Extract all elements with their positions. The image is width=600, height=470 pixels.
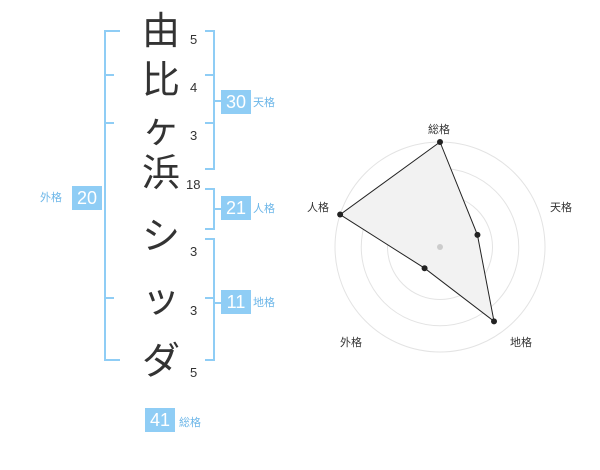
radar-axis-label-jinkaku: 人格 — [307, 201, 329, 214]
stroke-count-7: 5 — [190, 365, 198, 380]
stroke-count-1: 5 — [190, 32, 198, 47]
soukaku-badge: 41 — [145, 408, 175, 432]
name-char-3: ヶ — [141, 107, 180, 151]
jinkaku-badge: 21 — [221, 196, 251, 220]
name-char-1: 由 — [141, 9, 180, 53]
radar-axis-label-soukaku: 総格 — [428, 123, 450, 136]
name-char-7: ダ — [141, 339, 180, 383]
radar-point-天格 — [474, 231, 481, 238]
radar-chart — [334, 139, 546, 353]
stroke-count-6: 3 — [190, 303, 198, 318]
stroke-count-4: 18 — [186, 177, 201, 192]
radar-point-地格 — [491, 318, 498, 325]
radar-axis-label-tenkaku: 天格 — [550, 201, 572, 214]
name-char-6: ッ — [141, 277, 180, 321]
name-char-4: 浜 — [141, 151, 180, 195]
stroke-count-2: 4 — [190, 80, 198, 95]
name-char-2: 比 — [141, 58, 180, 102]
gaikaku-badge: 20 — [72, 186, 102, 210]
chikaku-badge: 11 — [221, 290, 251, 314]
jinkaku-label: 人格 — [253, 202, 275, 215]
radar-point-人格 — [337, 211, 344, 218]
tenkaku-badge: 30 — [221, 90, 251, 114]
chikaku-label: 地格 — [253, 296, 275, 309]
stroke-count-5: 3 — [190, 244, 198, 259]
tenkaku-label: 天格 — [253, 96, 275, 109]
stroke-count-3: 3 — [190, 128, 198, 143]
radar-point-外格 — [421, 265, 428, 272]
radar-center-dot — [437, 244, 443, 250]
soukaku-label: 総格 — [179, 416, 201, 429]
radar-shape — [339, 141, 495, 323]
name-char-5: シ — [141, 214, 180, 258]
radar-axis-label-chikaku: 地格 — [510, 336, 532, 349]
radar-axis-label-gaikaku: 外格 — [340, 336, 362, 349]
gaikaku-label: 外格 — [40, 191, 62, 204]
radar-point-総格 — [437, 139, 443, 145]
